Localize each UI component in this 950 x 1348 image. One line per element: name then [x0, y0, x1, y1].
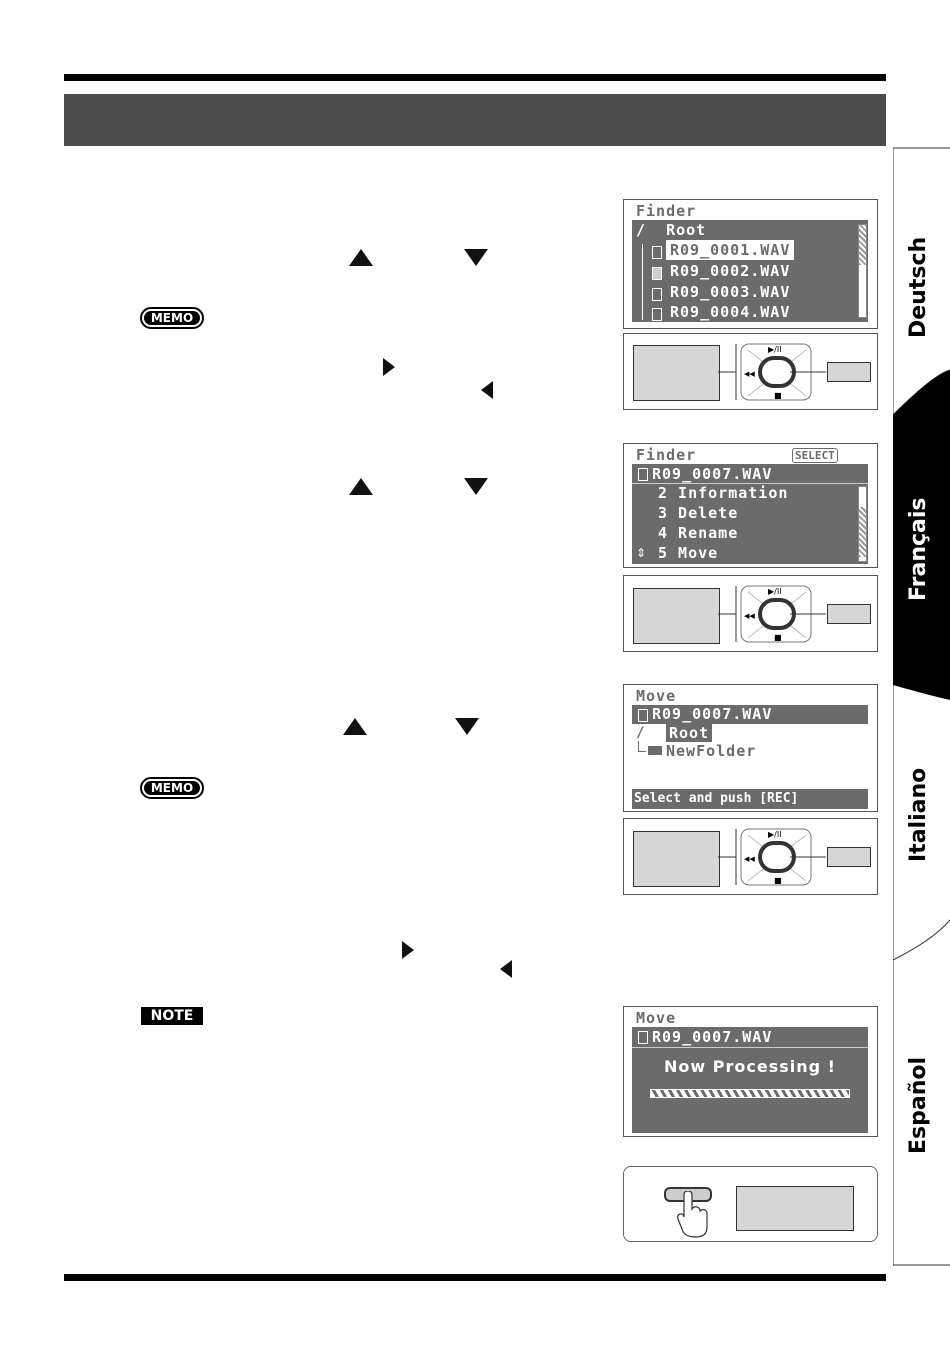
tab-italiano[interactable]: Italiano	[906, 767, 931, 862]
down-arrow-icon	[464, 478, 488, 495]
menu-item-selected[interactable]: 5 Move	[658, 544, 719, 562]
file-row[interactable]: R09_0003.WAV	[670, 283, 791, 301]
rec-button-diagram	[623, 1166, 878, 1242]
file-icon	[652, 246, 662, 259]
top-rule	[64, 74, 886, 81]
right-arrow-icon	[402, 941, 414, 959]
finder-list-screen: Finder / Root R09_0001.WAV R09_0002.WAV …	[623, 199, 878, 329]
file-icon	[638, 709, 648, 722]
svg-text:◀◀: ◀◀	[744, 612, 755, 620]
cursor-pad-icon: ▶/II ◀◀ ■	[718, 343, 826, 401]
finder-menu-screen: Finder SELECT R09_0007.WAV 2 Information…	[623, 443, 878, 568]
svg-text:■: ■	[774, 876, 782, 885]
display-box	[633, 831, 720, 887]
file-row[interactable]: R09_0002.WAV	[670, 262, 791, 280]
screen-title: Move	[634, 687, 679, 705]
updown-icon: ⇕	[636, 546, 648, 560]
svg-text:◀◀: ◀◀	[744, 370, 755, 378]
cursor-pad-icon: ▶/II ◀◀ ■	[718, 585, 826, 643]
tree-line	[642, 244, 643, 320]
button-callout-box	[827, 362, 871, 382]
up-arrow-icon	[349, 249, 373, 266]
file-name: R09_0007.WAV	[652, 1028, 773, 1046]
controller-diagram: ▶/II ◀◀ ■	[623, 818, 878, 895]
file-row[interactable]: R09_0004.WAV	[670, 303, 791, 321]
progress-bar	[650, 1089, 850, 1098]
cursor-pad-icon: ▶/II ◀◀ ■	[718, 828, 826, 886]
screen-title: Move	[634, 1009, 679, 1027]
processing-message: Now Processing !	[664, 1057, 836, 1076]
menu-item[interactable]: 3 Delete	[658, 504, 739, 522]
footer-instruction: Select and push [REC]	[634, 791, 799, 806]
down-arrow-icon	[464, 249, 488, 266]
svg-text:▶/II: ▶/II	[768, 830, 782, 839]
select-badge: SELECT	[792, 448, 838, 463]
svg-text:■: ■	[774, 633, 782, 642]
svg-text:▶/II: ▶/II	[768, 587, 782, 596]
svg-text:■: ■	[774, 391, 782, 400]
file-icon	[652, 267, 662, 280]
memo-badge: MEMO	[140, 777, 204, 799]
file-icon	[638, 1031, 648, 1044]
move-destination-screen: Move R09_0007.WAV / Root NewFolder Selec…	[623, 684, 878, 812]
file-name: R09_0007.WAV	[652, 465, 773, 483]
memo-badge: MEMO	[140, 307, 204, 329]
svg-text:▶/II: ▶/II	[768, 345, 782, 354]
note-badge: NOTE	[141, 1007, 203, 1025]
move-progress-screen: Move R09_0007.WAV Now Processing !	[623, 1006, 878, 1137]
root-row: / Root	[636, 221, 707, 239]
button-callout-box	[827, 847, 871, 867]
file-icon	[652, 308, 662, 321]
tab-espanol[interactable]: Español	[906, 1056, 931, 1154]
tab-deutsch[interactable]: Deutsch	[906, 236, 931, 338]
tab-francais[interactable]: Français	[906, 497, 931, 601]
menu-item[interactable]: 4 Rename	[658, 524, 739, 542]
file-row-selected[interactable]: R09_0001.WAV	[666, 240, 795, 260]
file-name: R09_0007.WAV	[632, 705, 868, 724]
up-arrow-icon	[349, 478, 373, 495]
bottom-rule	[64, 1274, 886, 1281]
button-callout-box	[827, 604, 871, 624]
file-icon	[652, 288, 662, 301]
folder-icon	[648, 746, 662, 755]
scrollbar[interactable]	[858, 486, 867, 562]
display-box	[736, 1186, 854, 1231]
file-icon	[638, 468, 648, 481]
menu-item[interactable]: 2 Information	[658, 484, 789, 502]
screen-title: Finder	[634, 446, 699, 464]
finger-icon	[677, 1191, 708, 1238]
down-arrow-icon	[455, 718, 479, 735]
display-box	[633, 345, 720, 401]
header-bar	[64, 94, 886, 146]
up-arrow-icon	[343, 718, 367, 735]
left-arrow-icon	[500, 960, 512, 978]
controller-diagram: ▶/II ◀◀ ■	[623, 333, 878, 410]
new-folder[interactable]: NewFolder	[666, 742, 757, 760]
display-box	[633, 588, 720, 644]
left-arrow-icon	[481, 381, 493, 399]
scrollbar[interactable]	[858, 224, 867, 318]
controller-diagram: ▶/II ◀◀ ■	[623, 575, 878, 652]
screen-title: Finder	[634, 202, 699, 220]
language-tab-strip	[893, 147, 950, 1266]
svg-text:◀◀: ◀◀	[744, 855, 755, 863]
root-folder[interactable]: Root	[666, 724, 713, 742]
right-arrow-icon	[383, 358, 395, 376]
